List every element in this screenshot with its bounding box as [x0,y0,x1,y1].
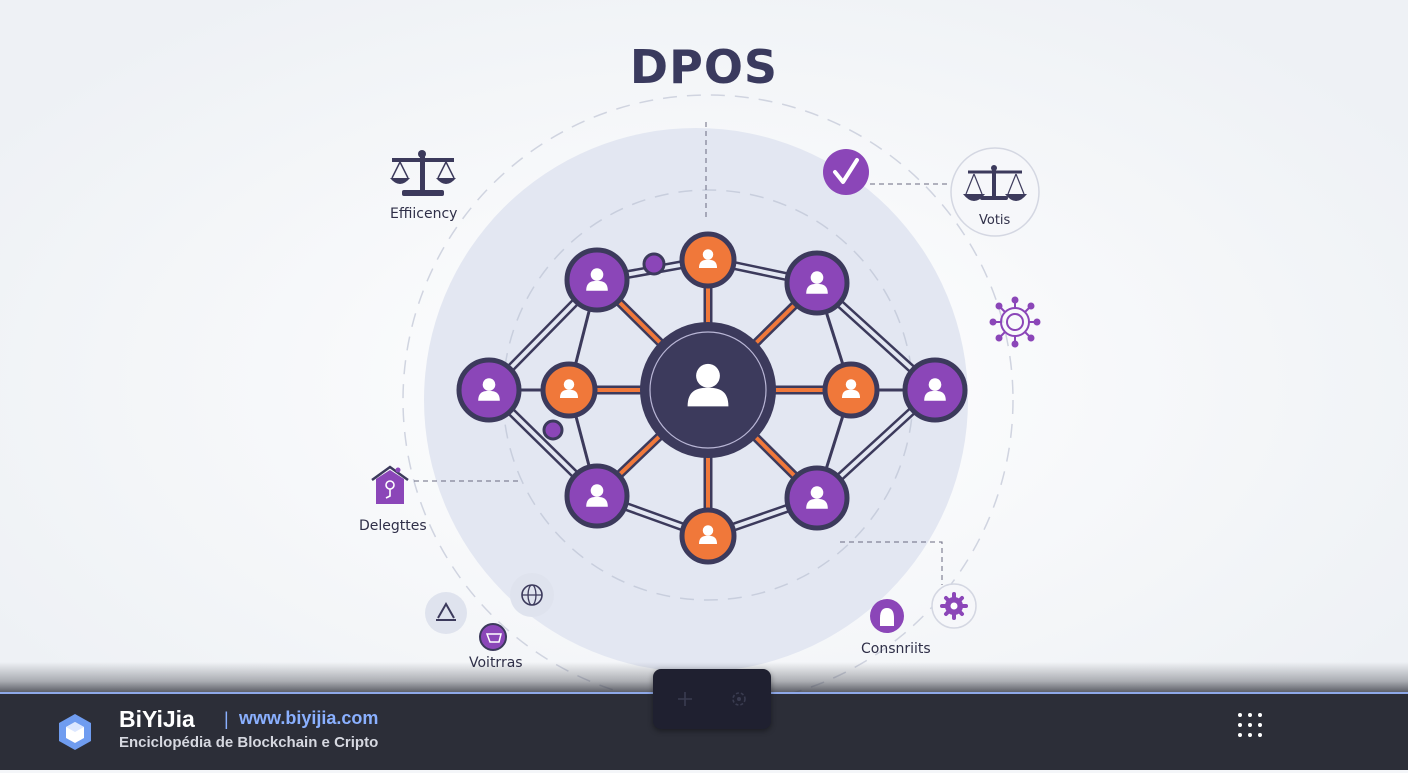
votes-badge [950,147,1040,237]
delegate-node[interactable] [784,250,850,316]
person-badge-icon [870,599,904,633]
brand-tagline: Enciclopédia de Blockchain e Cripto [119,734,379,751]
floating-toolbar [653,669,771,729]
grid-dots-icon[interactable] [1234,710,1268,744]
witness-node[interactable] [679,231,737,289]
plus-icon[interactable] [673,687,697,711]
label-constraints: Consnriits [861,641,931,657]
witness-node[interactable] [822,361,880,419]
label-votes: Votis [979,213,1011,228]
label-delegates: Delegttes [359,518,427,534]
outer-dashed-ring [402,94,1014,706]
scale-icon [963,165,1027,201]
delegate-node[interactable] [902,357,968,423]
hexagon-logo-icon [59,714,91,750]
network-node-icon [989,296,1041,348]
brand-url-link[interactable]: www.biyijia.com [239,708,379,728]
delegate-node[interactable] [564,463,630,529]
voter-icon-a [425,592,467,634]
vote-icon [479,623,507,651]
house-icon [371,465,409,504]
brand-name: BiYiJia [119,706,195,732]
witness-node[interactable] [540,361,598,419]
settings-icon[interactable] [727,687,751,711]
scale-icon [390,150,456,196]
brand-separator: | [224,709,229,729]
delegate-node[interactable] [456,357,522,423]
label-efficiency: Effiicency [390,206,458,222]
center-node[interactable] [640,322,776,458]
check-icon [823,149,869,195]
diagram-title: DPOS [629,40,779,94]
floating-dot [642,252,666,276]
witness-node[interactable] [679,507,737,565]
floating-dot [542,419,564,441]
gear-icon [931,583,977,629]
globe-icon [510,573,554,617]
dashed-connectors [414,122,950,585]
delegate-node[interactable] [784,465,850,531]
delegate-node[interactable] [564,247,630,313]
